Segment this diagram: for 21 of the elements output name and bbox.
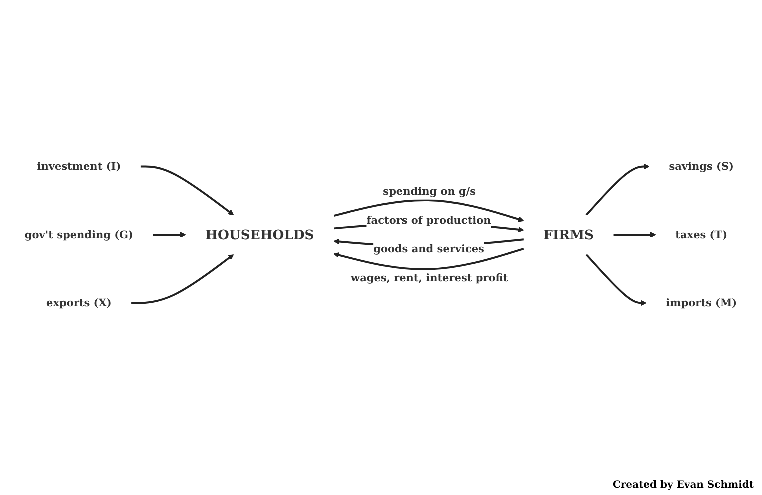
edge-label: spending on g/s (383, 185, 476, 198)
edge-label: wages, rent, interest profit (351, 272, 508, 284)
node-text: gov't spending (G) (24, 228, 134, 241)
edge-label: goods and services (374, 242, 484, 256)
node-text: exports (X) (46, 296, 112, 310)
node-text: FIRMS (544, 227, 594, 243)
arrow (153, 232, 186, 238)
edge-label: factors of production (366, 214, 492, 226)
arrow (334, 200, 524, 222)
node-text: imports (M) (666, 296, 738, 310)
credit-note: Created by Evan Schmidt (612, 480, 754, 491)
arrow (586, 254, 647, 306)
node-text: savings (S) (669, 160, 734, 173)
arrow (586, 164, 650, 216)
node-text: HOUSEHOLDS (206, 227, 314, 243)
node-text: taxes (T) (676, 228, 728, 241)
arrow (614, 232, 656, 238)
arrow (132, 254, 234, 304)
arrow (140, 166, 234, 216)
node-text: investment (I) (37, 160, 122, 173)
arrow (334, 248, 524, 270)
